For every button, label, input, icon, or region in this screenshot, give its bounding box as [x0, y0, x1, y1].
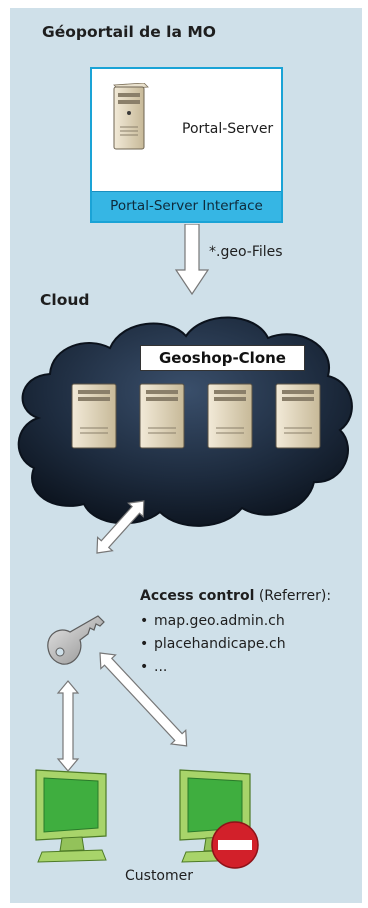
- arrow-icon: [174, 224, 210, 296]
- arrow-icon: [56, 680, 80, 772]
- portal-server-box: Portal-Server Portal-Server Interface: [90, 67, 283, 223]
- geo-files-label: *.geo-Files: [209, 244, 283, 260]
- geoshop-clone-label: Geoshop-Clone: [140, 345, 305, 371]
- server-icon: [139, 383, 185, 449]
- server-cluster: [71, 383, 321, 449]
- server-icon: [275, 383, 321, 449]
- access-control-subtitle: (Referrer):: [254, 588, 332, 604]
- portal-server-interface: Portal-Server Interface: [92, 191, 281, 221]
- arrow-icon: [99, 652, 188, 747]
- no-entry-icon: [211, 821, 259, 869]
- cloud-title: Cloud: [40, 291, 90, 309]
- arrow-icon: [96, 500, 145, 554]
- server-icon: [71, 383, 117, 449]
- server-icon: [207, 383, 253, 449]
- list-item: map.geo.admin.ch: [140, 610, 286, 633]
- server-icon: [113, 83, 149, 150]
- diagram-panel: Géoportail de la MO Portal-Server Portal…: [10, 8, 362, 903]
- referrer-list: map.geo.admin.ch placehandicape.ch ...: [140, 610, 286, 679]
- access-control-title: Access control (Referrer):: [140, 588, 331, 604]
- access-control-heading: Access control: [140, 588, 255, 604]
- monitor-icon: [35, 769, 107, 863]
- customer-label: Customer: [125, 868, 194, 884]
- list-item: ...: [140, 656, 286, 679]
- connector-arrows: [56, 500, 188, 772]
- key-icon: [47, 615, 105, 665]
- list-item: placehandicape.ch: [140, 633, 286, 656]
- portal-server-label: Portal-Server: [182, 121, 274, 137]
- page-title: Géoportail de la MO: [42, 23, 216, 41]
